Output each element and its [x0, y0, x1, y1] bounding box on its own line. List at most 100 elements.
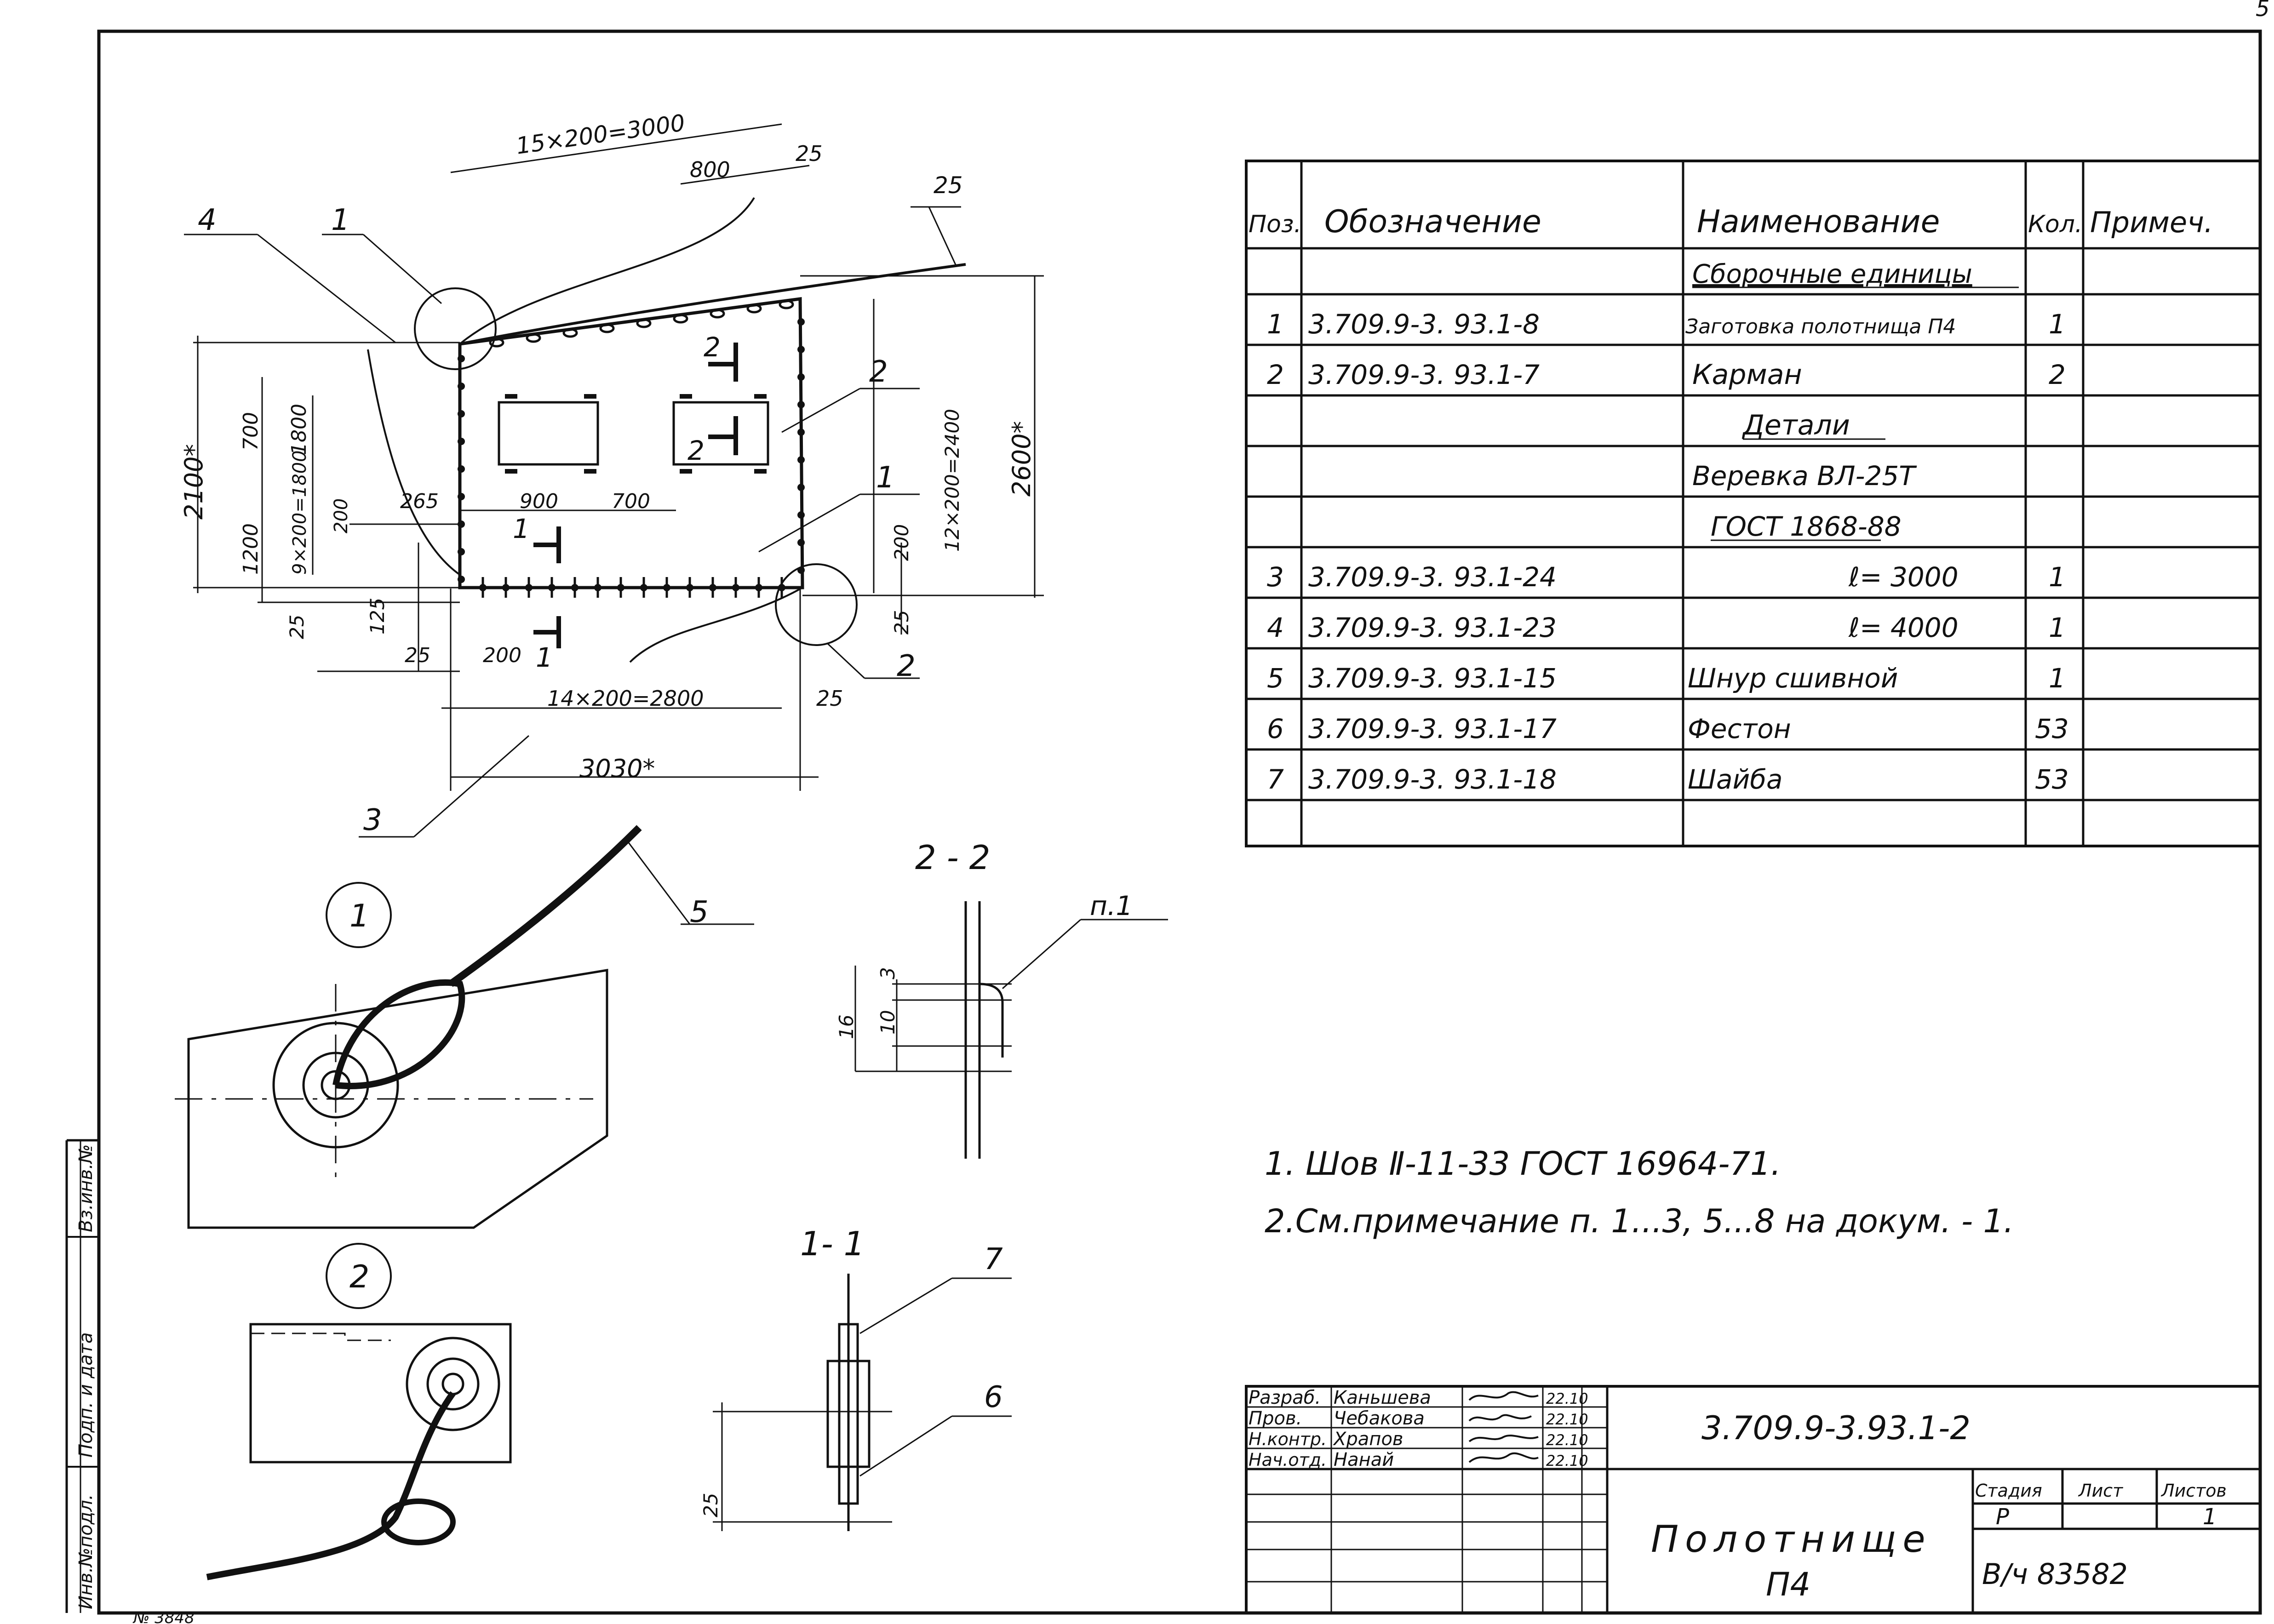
dim-1800: 1800	[287, 404, 311, 455]
spec-row-8-qty: 1	[2049, 663, 2066, 694]
callout-3: 3	[363, 803, 382, 837]
dim-200-bottom: 200	[483, 644, 521, 667]
detail-1-callout-5: 5	[690, 895, 709, 929]
spec-row-10-name: Шайба	[1688, 764, 1783, 795]
pocket-stitches	[505, 394, 767, 474]
signature-marks	[1468, 1391, 1539, 1463]
dim-200-r: 200	[890, 524, 913, 561]
section-1-1: 1- 1 7 6 25	[699, 1224, 1012, 1531]
spec-row-2-pos: 2	[1267, 359, 1284, 390]
section-mark-2-top: 2	[704, 332, 721, 363]
dim-700: 700	[239, 412, 263, 451]
sheets-value: 1	[2203, 1504, 2217, 1530]
dim-25-bottom: 25	[405, 644, 430, 667]
spec-row-2-qty: 2	[2049, 359, 2066, 390]
stamp-inventory-label: Инв.№подл.	[75, 1494, 97, 1609]
spec-row-8-name: Шнур сшивной	[1688, 663, 1898, 694]
spec-row-7-name: ℓ= 4000	[1848, 612, 1959, 643]
dim-25-left: 25	[286, 615, 308, 639]
spec-row-6-qty: 1	[2049, 561, 2066, 593]
notes: 1. Шов Ⅱ-11-33 ГОСТ 16964-71. 2.См.приме…	[1265, 1145, 2014, 1240]
page-number: 5	[2256, 0, 2270, 22]
sheet-frame: 5	[97, 0, 2270, 1615]
dim-25-br: 25	[816, 686, 843, 711]
plan-view: 15×200=3000 800 25 25 2100* 2600* 700 18…	[179, 109, 1044, 838]
spec-row-9-designation: 3.709.9-3. 93.1-17	[1308, 713, 1557, 744]
spec-row-3-name: Детали	[1741, 409, 1850, 441]
callout-2-bottom: 2	[897, 649, 916, 683]
grommet-row-right	[797, 318, 805, 574]
dim-14x200: 14×200=2800	[547, 686, 704, 711]
callout-4: 4	[198, 203, 217, 237]
callout-1-top: 1	[331, 203, 350, 237]
grommet-row-top	[489, 299, 794, 348]
spec-header-qty: Кол.	[2028, 211, 2083, 238]
section-mark-1-bottom: 1	[536, 642, 553, 673]
dim-top: 15×200=3000	[515, 109, 687, 160]
spec-row-0-name: Сборочные единицы	[1692, 259, 1972, 289]
detail-1: 1 5	[175, 825, 754, 1229]
stamp-replacement-label: Вз.инв.№	[75, 1144, 97, 1232]
spec-header-name: Наименование	[1697, 204, 1940, 240]
archive-number: В/ч 83582	[1982, 1557, 2128, 1591]
dim-200-a: 200	[331, 498, 352, 533]
dim-900: 900	[520, 490, 558, 513]
detail-2: 2	[206, 1243, 512, 1580]
spec-header-pos: Поз.	[1249, 211, 1301, 238]
dim-25-r2: 25	[890, 610, 913, 635]
detail-1-label: 1	[349, 898, 369, 934]
spec-table: Поз. Обозначение Наименование Кол. Приме…	[1245, 160, 2262, 847]
spec-row-10-pos: 7	[1267, 764, 1284, 795]
sig-name-3: Нанай	[1334, 1449, 1394, 1470]
stage-value: Р	[1996, 1504, 2009, 1530]
spec-row-7-pos: 4	[1267, 612, 1284, 643]
spec-row-1-pos: 1	[1267, 309, 1284, 340]
side-stamp: Инв.№подл. Подп. и дата Вз.инв.№	[65, 1139, 99, 1613]
detail-2-label: 2	[349, 1259, 369, 1295]
sheet-label: Лист	[2078, 1481, 2124, 1501]
stage-label: Стадия	[1975, 1481, 2042, 1501]
sig-date-0: 22.10	[1546, 1390, 1588, 1407]
section-2-2: 2 - 2 п.1 3 10 16	[835, 838, 1168, 1159]
section-cut-marks	[533, 343, 738, 648]
spec-row-7-qty: 1	[2049, 612, 2066, 643]
spec-row-5-name: ГОСТ 1868-88	[1711, 511, 1902, 542]
spec-row-9-qty: 53	[2035, 713, 2069, 744]
dim-2100: 2100*	[179, 444, 208, 520]
sig-date-2: 22.10	[1546, 1431, 1588, 1449]
dim-800: 800	[690, 157, 730, 182]
section-mark-2-bottom: 2	[687, 435, 705, 466]
sheets-label: Листов	[2160, 1481, 2227, 1501]
dim-9x200: 9×200=1800	[289, 450, 310, 575]
spec-row-10-designation: 3.709.9-3. 93.1-18	[1308, 764, 1557, 795]
detail-2-marker	[775, 563, 858, 646]
spec-row-2-designation: 3.709.9-3. 93.1-7	[1308, 359, 1540, 390]
sig-name-1: Чебакова	[1334, 1408, 1425, 1429]
sig-role-1: Пров.	[1249, 1408, 1302, 1429]
spec-row-7-designation: 3.709.9-3. 93.1-23	[1308, 612, 1557, 643]
dim-1200: 1200	[239, 523, 263, 575]
section-11-title: 1- 1	[800, 1224, 865, 1263]
sig-role-2: Н.контр.	[1249, 1429, 1327, 1449]
dim-12x200: 12×200=2400	[941, 409, 963, 552]
dim-3030: 3030*	[579, 754, 655, 783]
callout-2-right: 2	[869, 355, 888, 389]
dim-25-top: 25	[796, 141, 823, 166]
spec-row-6-pos: 3	[1267, 561, 1284, 593]
note-1: 1. Шов Ⅱ-11-33 ГОСТ 16964-71.	[1265, 1145, 1781, 1183]
stamp-signature-date-label: Подп. и дата	[75, 1332, 97, 1458]
title-block: Разраб. Каньшева 22.10 Пров. Чебакова 22…	[1245, 1385, 2262, 1614]
document-title-line1: Полотнище	[1651, 1518, 1932, 1561]
spec-header-designation: Обозначение	[1324, 204, 1541, 240]
spec-row-6-designation: 3.709.9-3. 93.1-24	[1308, 561, 1557, 593]
section-11-callout-7: 7	[984, 1242, 1003, 1276]
dim-265: 265	[400, 490, 439, 513]
dim-700-b: 700	[612, 490, 650, 513]
spec-row-1-qty: 1	[2049, 309, 2066, 340]
spec-row-6-name: ℓ= 3000	[1848, 561, 1959, 593]
section-22-dim16: 16	[835, 1015, 858, 1039]
spec-row-8-pos: 5	[1267, 663, 1284, 694]
note-2: 2.См.примечание п. 1...3, 5...8 на докум…	[1265, 1202, 2014, 1240]
dim-25-right: 25	[934, 172, 963, 199]
document-title-line2: П4	[1766, 1566, 1810, 1603]
